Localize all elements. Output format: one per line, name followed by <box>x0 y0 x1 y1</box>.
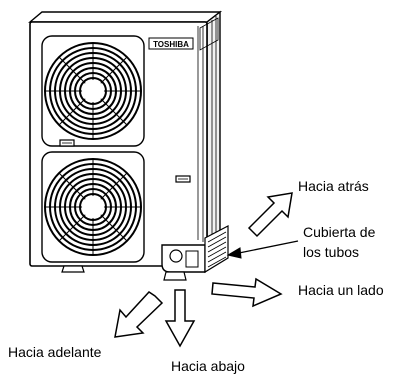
label-front: Hacia adelante <box>8 344 102 360</box>
outdoor-unit <box>28 10 229 281</box>
label-pipe-cover-line1: Cubierta de <box>303 224 376 240</box>
arrow-front <box>114 291 164 338</box>
pipe-cover-pointer <box>226 240 299 259</box>
unit-side-panel <box>206 10 221 247</box>
label-pipe-cover-line2: los tubos <box>303 244 360 260</box>
brand-logo: TOSHIBA <box>153 40 189 49</box>
arrow-side <box>211 277 283 308</box>
label-back: Hacia atrás <box>298 178 369 194</box>
label-side: Hacia un lado <box>298 282 384 298</box>
arrow-back <box>247 192 293 238</box>
pipe-cover <box>204 225 229 274</box>
service-panel <box>161 244 206 273</box>
upper-fan-guard <box>41 35 145 147</box>
arrow-down <box>164 289 196 348</box>
lower-fan-guard <box>41 151 145 263</box>
unit-feet <box>61 265 187 281</box>
brand-plate <box>148 37 194 50</box>
label-down: Hacia abajo <box>171 358 245 374</box>
unit-top-panel <box>28 11 223 23</box>
